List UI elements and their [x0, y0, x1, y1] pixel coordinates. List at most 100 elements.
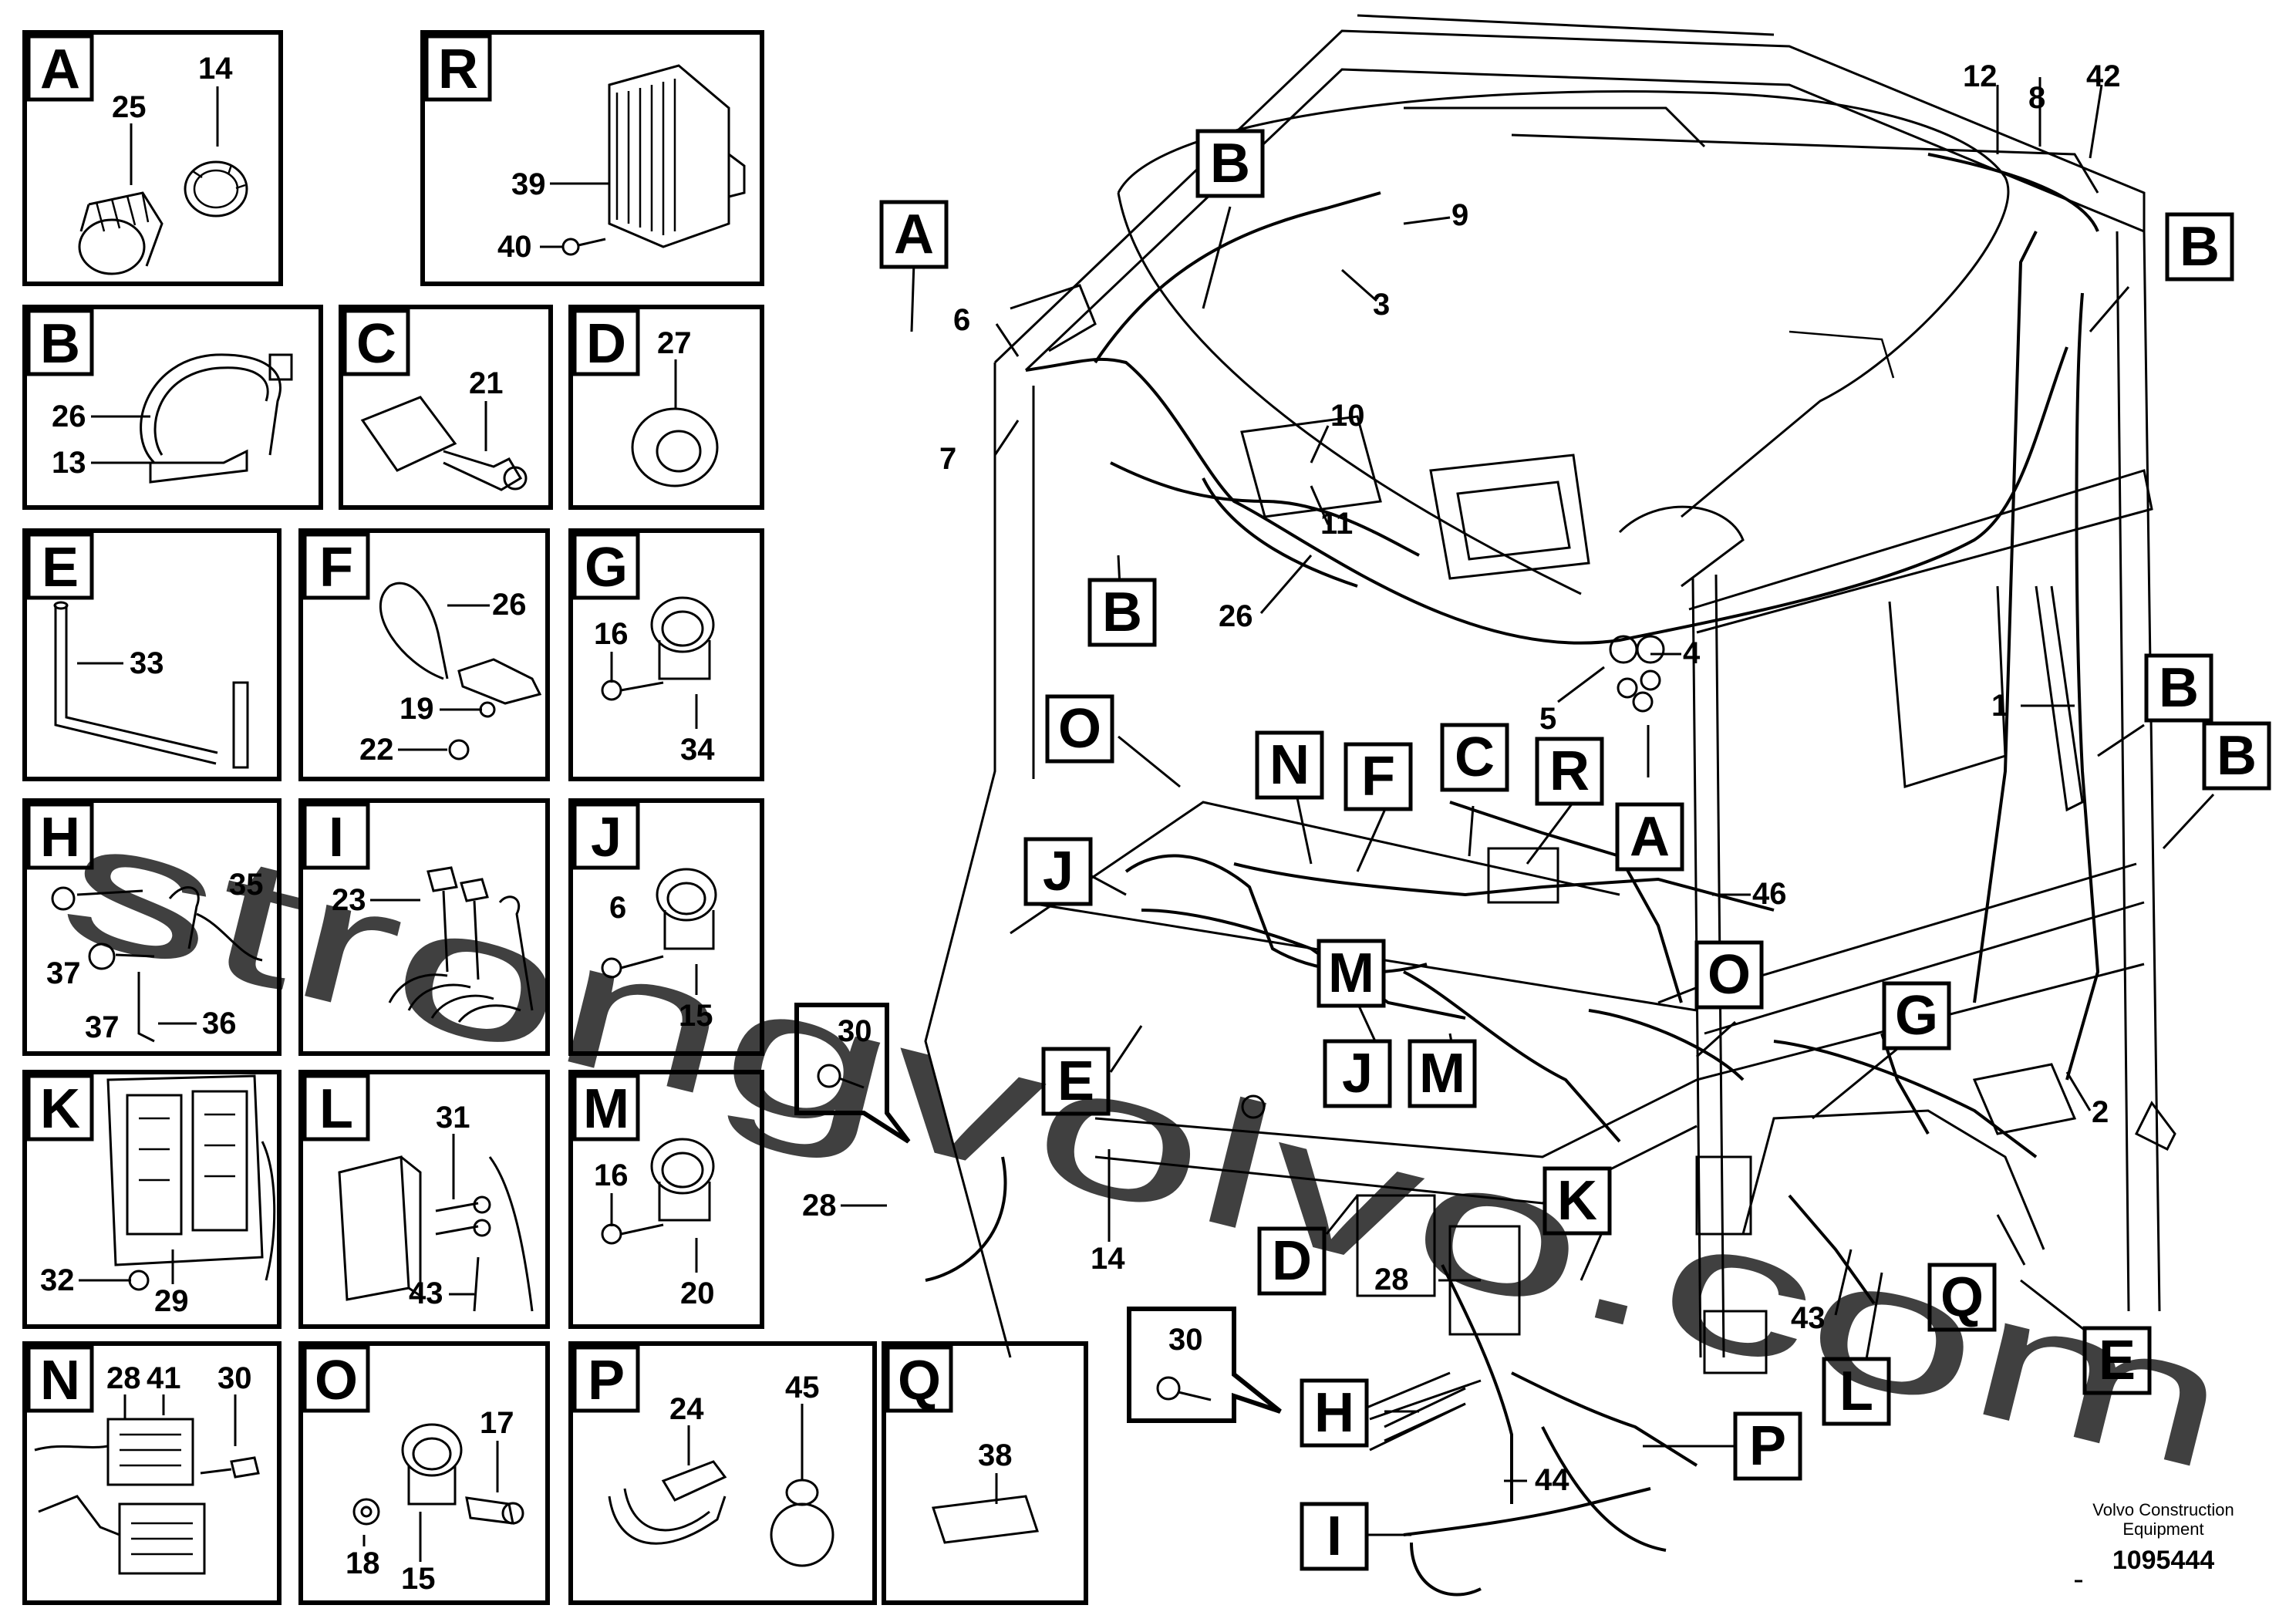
callout-30b-number: 30 — [1168, 1323, 1203, 1357]
panel-g-part-16: 16 — [594, 617, 629, 651]
part-3: 3 — [1373, 288, 1390, 322]
panel-q: Q 38 — [882, 1341, 1088, 1605]
panel-c-letter: C — [356, 313, 396, 375]
credit-line-1: Volvo Construction — [2092, 1500, 2234, 1519]
fuse-holder-drawing — [338, 1155, 534, 1312]
panel-e-letter: E — [42, 537, 79, 599]
panel-d-part-27: 27 — [657, 326, 692, 360]
panel-k: K 32 29 — [22, 1070, 282, 1329]
part-2: 2 — [2092, 1095, 2109, 1129]
callout-n: N — [1269, 734, 1310, 796]
panel-p-letter: P — [588, 1350, 625, 1411]
panel-b: B 26 13 — [22, 305, 323, 510]
switch-drawing — [360, 396, 528, 491]
callout-g: G — [1895, 985, 1938, 1047]
part-6: 6 — [953, 303, 970, 337]
publisher-credit: Volvo Construction Equipment — [2048, 1500, 2279, 1539]
j-clamp-drawing — [601, 868, 717, 979]
n-connector-drawing — [34, 1418, 260, 1575]
panel-f-part-26: 26 — [492, 588, 527, 622]
panel-l-part-31: 31 — [436, 1101, 470, 1135]
panel-o: O 17 18 15 — [298, 1341, 550, 1605]
conduit-drawing — [53, 601, 249, 769]
part-42: 42 — [2086, 59, 2121, 93]
panel-o-part-15: 15 — [401, 1562, 436, 1596]
bolt-terminal-drawing — [388, 866, 534, 1023]
callout-30-bubble-bottom: 30 — [1127, 1307, 1282, 1423]
panel-d: D 27 — [568, 305, 764, 510]
callout-e-right: E — [2099, 1330, 2136, 1391]
part-11: 11 — [1320, 507, 1353, 541]
callout-b-left: B — [1102, 582, 1142, 643]
panel-c: C 21 — [339, 305, 553, 510]
panel-b-part-13: 13 — [52, 446, 86, 480]
part-5: 5 — [1539, 702, 1556, 736]
panel-p: P 24 45 — [568, 1341, 877, 1605]
part-7: 7 — [939, 442, 956, 476]
panel-h: H 35 37 37 36 — [22, 798, 282, 1056]
panel-n-part-41: 41 — [147, 1361, 181, 1395]
part-44: 44 — [1535, 1463, 1569, 1497]
panel-j-part-15: 15 — [679, 999, 713, 1033]
panel-h-part-36: 36 — [202, 1007, 237, 1040]
panel-k-part-32: 32 — [40, 1263, 75, 1297]
panel-d-letter: D — [586, 313, 626, 375]
part-9: 9 — [1451, 198, 1468, 232]
panel-o-part-17: 17 — [480, 1406, 514, 1440]
control-unit-drawing — [561, 64, 746, 256]
panel-g: G 16 34 — [568, 528, 764, 781]
insulation-strip-drawing — [931, 1495, 1040, 1544]
cable-tie-drawing — [140, 353, 293, 484]
panel-g-part-34: 34 — [680, 733, 715, 767]
panel-j-part-6: 6 — [609, 891, 626, 925]
panel-n: N 28 41 30 — [22, 1341, 282, 1605]
grommet-drawing — [631, 407, 719, 487]
part-43: 43 — [1791, 1301, 1826, 1335]
m-clamp-drawing — [601, 1138, 715, 1245]
panel-l-part-43: 43 — [409, 1276, 443, 1310]
part-46: 46 — [1752, 877, 1787, 911]
callout-m-lower: M — [1419, 1043, 1465, 1104]
panel-i-letter: I — [329, 807, 344, 868]
callout-a-middle: A — [1630, 806, 1670, 868]
knob-drawing — [78, 160, 248, 275]
callout-j-middle: J — [1342, 1043, 1373, 1104]
callout-d: D — [1272, 1230, 1312, 1292]
part-28b: 28 — [1374, 1263, 1409, 1297]
part-4: 4 — [1683, 636, 1701, 670]
panel-a-part-14: 14 — [198, 52, 233, 86]
panel-m-letter: M — [583, 1078, 629, 1140]
panel-l-letter: L — [319, 1078, 353, 1140]
part-14: 14 — [1091, 1242, 1125, 1276]
panel-f-letter: F — [319, 537, 353, 599]
drawing-number: 1095444 — [2112, 1546, 2215, 1575]
part-8: 8 — [2028, 81, 2045, 115]
panel-e: E 33 — [22, 528, 282, 781]
panel-p-part-24: 24 — [669, 1392, 704, 1426]
panel-o-letter: O — [315, 1350, 358, 1411]
callout-b-right: B — [2159, 657, 2199, 719]
part-12: 12 — [1963, 59, 1998, 93]
callout-o-left: O — [1058, 698, 1101, 760]
panel-e-part-33: 33 — [130, 646, 164, 680]
clip-drawing — [379, 582, 542, 760]
callout-e-left: E — [1057, 1050, 1094, 1112]
callout-30-number: 30 — [838, 1014, 872, 1048]
credit-line-2: Equipment — [2122, 1519, 2204, 1539]
panel-c-part-21: 21 — [469, 366, 504, 400]
panel-o-part-18: 18 — [346, 1546, 380, 1580]
panel-n-letter: N — [40, 1350, 80, 1411]
panel-r-letter: R — [438, 39, 478, 100]
panel-q-letter: Q — [898, 1350, 941, 1411]
panel-r: R 39 40 — [420, 30, 764, 286]
callout-r: R — [1549, 740, 1590, 802]
main-callouts: B A B B B B O N F C R A J M J M O E G — [879, 129, 2271, 1571]
panel-h-part-37b: 37 — [85, 1010, 120, 1044]
callout-o-right: O — [1708, 944, 1751, 1006]
panel-f-part-19: 19 — [400, 692, 434, 726]
callout-b-far-right: B — [2217, 725, 2257, 787]
panel-a-part-25: 25 — [112, 90, 147, 124]
panel-b-letter: B — [40, 313, 80, 375]
callout-i: I — [1327, 1506, 1342, 1567]
